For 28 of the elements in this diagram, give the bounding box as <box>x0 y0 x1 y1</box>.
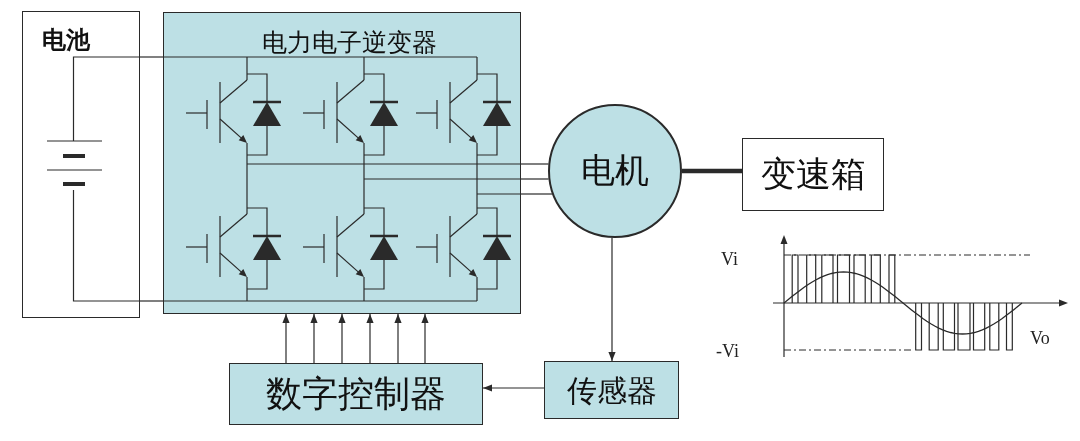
shaft-line <box>682 168 742 174</box>
node-label: 变速箱 <box>760 155 866 194</box>
node-label: 数字控制器 <box>266 374 446 414</box>
wire <box>139 56 164 58</box>
sensor-box <box>544 361 679 419</box>
wire <box>520 193 553 195</box>
box-title: 电力电子逆变器 <box>261 29 437 57</box>
node-label: 电机 <box>581 152 649 190</box>
arrow <box>608 237 616 362</box>
inverter-box <box>163 12 521 314</box>
node-label: 传感器 <box>566 373 657 407</box>
gearbox-box <box>742 138 884 211</box>
arrow <box>482 384 545 392</box>
controller-box <box>229 363 483 425</box>
arrow <box>282 313 290 364</box>
arrow <box>310 313 318 364</box>
wire <box>520 178 550 180</box>
box-title: 电池 <box>42 27 90 54</box>
axis-label: Vo <box>1030 329 1050 347</box>
wire <box>139 300 164 302</box>
arrow <box>338 313 346 364</box>
arrow <box>421 313 429 364</box>
arrow <box>394 313 402 364</box>
level-label: Vi <box>721 250 738 268</box>
wire <box>520 163 549 165</box>
battery-box <box>22 11 140 318</box>
level-label: -Vi <box>716 342 739 360</box>
arrow <box>366 313 374 364</box>
